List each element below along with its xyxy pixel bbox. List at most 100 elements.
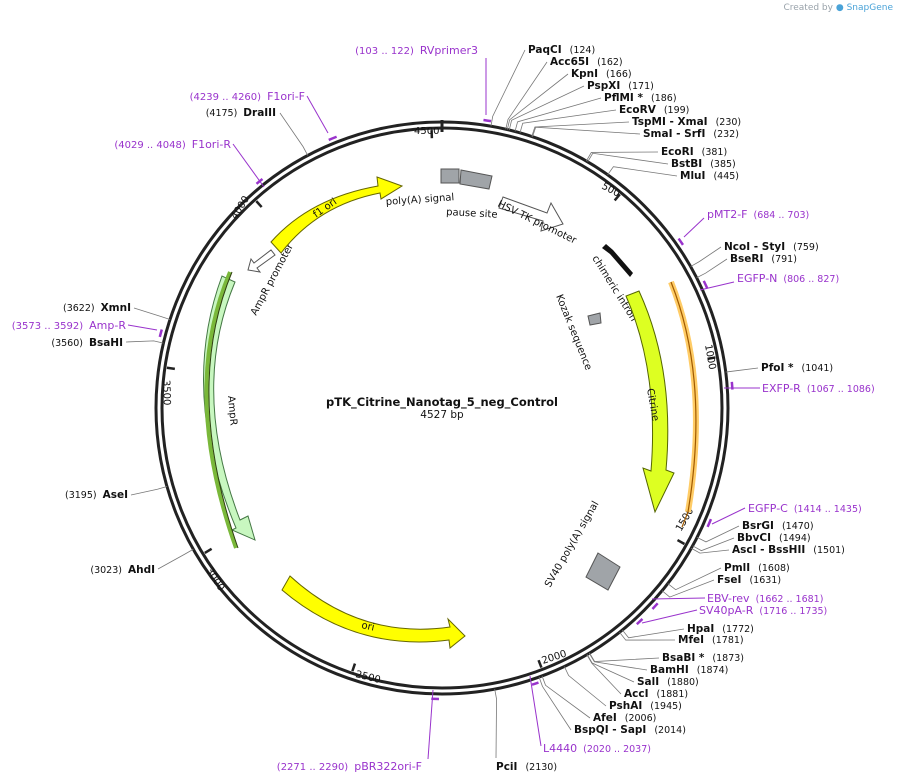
enzyme-leader-smai-srfi bbox=[532, 126, 641, 137]
enzyme-leader-xmni bbox=[133, 307, 171, 320]
primer-bar-sv40pa-r[interactable] bbox=[635, 618, 644, 626]
snapgene-logo-icon: ● bbox=[835, 3, 844, 13]
primer-label-f1ori-r[interactable]: (4029 .. 4048)F1ori-R bbox=[114, 138, 231, 151]
enzyme-site-bamhi[interactable]: BamHI(1874) bbox=[650, 664, 728, 676]
plasmid-name: pTK_Citrine_Nanotag_5_neg_Control bbox=[326, 395, 558, 410]
enzyme-leader-pfoi bbox=[725, 367, 759, 373]
enzyme-name: XmnI bbox=[101, 302, 131, 314]
feature-sv40-polya[interactable] bbox=[585, 552, 621, 591]
enzyme-position: (381) bbox=[702, 147, 728, 158]
enzyme-leader-hpai bbox=[622, 628, 685, 639]
enzyme-site-pshai[interactable]: PshAI(1945) bbox=[609, 700, 682, 712]
enzyme-site-smai-srfi[interactable]: SmaI - SrfI(232) bbox=[643, 128, 739, 140]
enzyme-site-ncoi-styi[interactable]: NcoI - StyI(759) bbox=[724, 241, 819, 253]
primer-label-amp-r[interactable]: (3573 .. 3592)Amp-R bbox=[12, 319, 127, 332]
enzyme-site-hpai[interactable]: HpaI(1772) bbox=[687, 623, 754, 635]
enzyme-name: BamHI bbox=[650, 664, 689, 676]
primer-range: (4239 .. 4260) bbox=[190, 92, 262, 103]
feature-ampr-outline-dark bbox=[208, 271, 239, 549]
enzyme-site-asei[interactable]: (3195)AseI bbox=[65, 489, 128, 501]
feature-hsv-tk-promoter[interactable] bbox=[498, 196, 564, 232]
enzyme-site-afei[interactable]: AfeI(2006) bbox=[593, 712, 656, 724]
primer-bar-l4440[interactable] bbox=[531, 681, 539, 686]
feature-pause-site[interactable] bbox=[459, 169, 493, 190]
primer-range: (4029 .. 4048) bbox=[114, 140, 186, 151]
feature-citrine[interactable] bbox=[625, 290, 675, 514]
enzyme-site-pmli[interactable]: PmlI(1608) bbox=[724, 562, 790, 574]
primer-bar-ebv-rev[interactable] bbox=[651, 602, 659, 610]
enzyme-site-bseri[interactable]: BseRI(791) bbox=[730, 253, 797, 265]
feature-polya-signal[interactable] bbox=[440, 168, 460, 184]
enzyme-site-tspmi-xmai[interactable]: TspMI - XmaI(230) bbox=[632, 116, 741, 128]
primer-bar-amp-r[interactable] bbox=[158, 329, 163, 338]
primer-name: (1067 .. 1086) bbox=[807, 384, 875, 395]
primer-label-egfp-n[interactable]: EGFP-N(806 .. 827) bbox=[737, 272, 839, 285]
primer-label-egfp-c[interactable]: EGFP-C(1414 .. 1435) bbox=[748, 502, 862, 515]
enzyme-site-acc65i[interactable]: Acc65I(162) bbox=[550, 56, 623, 68]
enzyme-site-pfoi[interactable]: PfoI *(1041) bbox=[761, 362, 833, 374]
enzyme-leader-asci-bsshii bbox=[691, 547, 730, 554]
enzyme-site-asci-bsshii[interactable]: AscI - BssHII(1501) bbox=[732, 544, 845, 556]
feature-ampr-promoter[interactable] bbox=[247, 249, 276, 273]
primer-name: (684 .. 703) bbox=[754, 210, 810, 221]
enzyme-site-draiii[interactable]: (4175)DraIII bbox=[206, 107, 276, 119]
primer-name: F1ori-F bbox=[267, 90, 305, 103]
primer-name: (2020 .. 2037) bbox=[583, 744, 651, 755]
enzyme-site-ecorv[interactable]: EcoRV(199) bbox=[619, 104, 689, 116]
primer-bar-egfp-c[interactable] bbox=[706, 518, 713, 528]
tick-mark-1000 bbox=[707, 356, 716, 361]
feature-chimeric-intron[interactable] bbox=[602, 244, 633, 277]
enzyme-position: (3560) bbox=[51, 338, 83, 349]
primer-name: RVprimer3 bbox=[420, 44, 478, 57]
enzyme-site-fsei[interactable]: FseI(1631) bbox=[717, 574, 781, 586]
enzyme-site-bsrgi[interactable]: BsrGI(1470) bbox=[742, 520, 814, 532]
enzyme-site-bsahi[interactable]: (3560)BsaHI bbox=[51, 337, 123, 349]
enzyme-site-kpni[interactable]: KpnI(166) bbox=[571, 68, 632, 80]
enzyme-leader-acc65i bbox=[505, 61, 548, 130]
enzyme-position: (2130) bbox=[525, 762, 557, 773]
enzyme-site-pcii[interactable]: PciI(2130) bbox=[496, 761, 557, 773]
primer-label-sv40pa-r[interactable]: SV40pA-R(1716 .. 1735) bbox=[699, 604, 827, 617]
feature-ori[interactable] bbox=[281, 575, 466, 649]
enzyme-position: (232) bbox=[713, 129, 739, 140]
feature-f1-ori[interactable] bbox=[270, 176, 404, 254]
primer-label-pbr322ori-f[interactable]: (2271 .. 2290)pBR322ori-F bbox=[277, 760, 422, 773]
primer-label-pmt2-f[interactable]: pMT2-F(684 .. 703) bbox=[707, 208, 809, 221]
primer-label-exfp-r[interactable]: EXFP-R(1067 .. 1086) bbox=[762, 382, 875, 395]
enzyme-leader-sali bbox=[586, 654, 635, 683]
primer-bar-pmt2-f[interactable] bbox=[677, 237, 685, 246]
primer-leader-sv40pa-r bbox=[641, 609, 698, 624]
primer-leader-pbr322ori-f bbox=[427, 689, 434, 760]
enzyme-site-pspxi[interactable]: PspXI(171) bbox=[587, 80, 654, 92]
enzyme-site-paqci[interactable]: PaqCI(124) bbox=[528, 44, 595, 56]
primer-label-rvprimer3[interactable]: (103 .. 122)RVprimer3 bbox=[355, 44, 478, 57]
tick-mark-3500 bbox=[166, 366, 176, 371]
enzyme-site-sali[interactable]: SalI(1880) bbox=[637, 676, 699, 688]
enzyme-name: NcoI - StyI bbox=[724, 241, 785, 253]
enzyme-site-bsabi[interactable]: BsaBI *(1873) bbox=[662, 652, 744, 664]
tick-label-3000: 3000 bbox=[203, 566, 226, 593]
enzyme-site-bstbi[interactable]: BstBI(385) bbox=[671, 158, 736, 170]
enzyme-site-bbvci[interactable]: BbvCI(1494) bbox=[737, 532, 811, 544]
primer-bar-rvprimer3[interactable] bbox=[483, 118, 492, 123]
enzyme-site-xmni[interactable]: (3622)XmnI bbox=[63, 302, 131, 314]
primer-bar-f1ori-f[interactable] bbox=[328, 135, 338, 142]
enzyme-site-ahdi[interactable]: (3023)AhdI bbox=[90, 564, 155, 576]
primer-name: (1716 .. 1735) bbox=[759, 606, 827, 617]
enzyme-site-ecori[interactable]: EcoRI(381) bbox=[661, 146, 727, 158]
primer-bar-exfp-r[interactable] bbox=[730, 381, 734, 390]
primer-label-f1ori-f[interactable]: (4239 .. 4260) F1ori-F bbox=[190, 90, 305, 103]
enzyme-name: SalI bbox=[637, 676, 659, 688]
enzyme-site-acci[interactable]: AccI(1881) bbox=[624, 688, 688, 700]
primer-label-ebv-rev[interactable]: EBV-rev(1662 .. 1681) bbox=[707, 592, 823, 605]
enzyme-site-mlui[interactable]: MluI(445) bbox=[680, 170, 739, 182]
enzyme-position: (1881) bbox=[656, 689, 688, 700]
enzyme-site-bspqi-sapi[interactable]: BspQI - SapI(2014) bbox=[574, 724, 686, 736]
feature-kozak[interactable] bbox=[587, 312, 602, 326]
enzyme-site-mfei[interactable]: MfeI(1781) bbox=[678, 634, 744, 646]
enzyme-site-pflmi[interactable]: PflMI *(186) bbox=[604, 92, 677, 104]
primer-label-l4440[interactable]: L4440(2020 .. 2037) bbox=[543, 742, 651, 755]
primer-bar-egfp-n[interactable] bbox=[702, 280, 709, 290]
enzyme-leader-bseri bbox=[696, 258, 728, 279]
tick-mark-2000 bbox=[537, 659, 543, 669]
